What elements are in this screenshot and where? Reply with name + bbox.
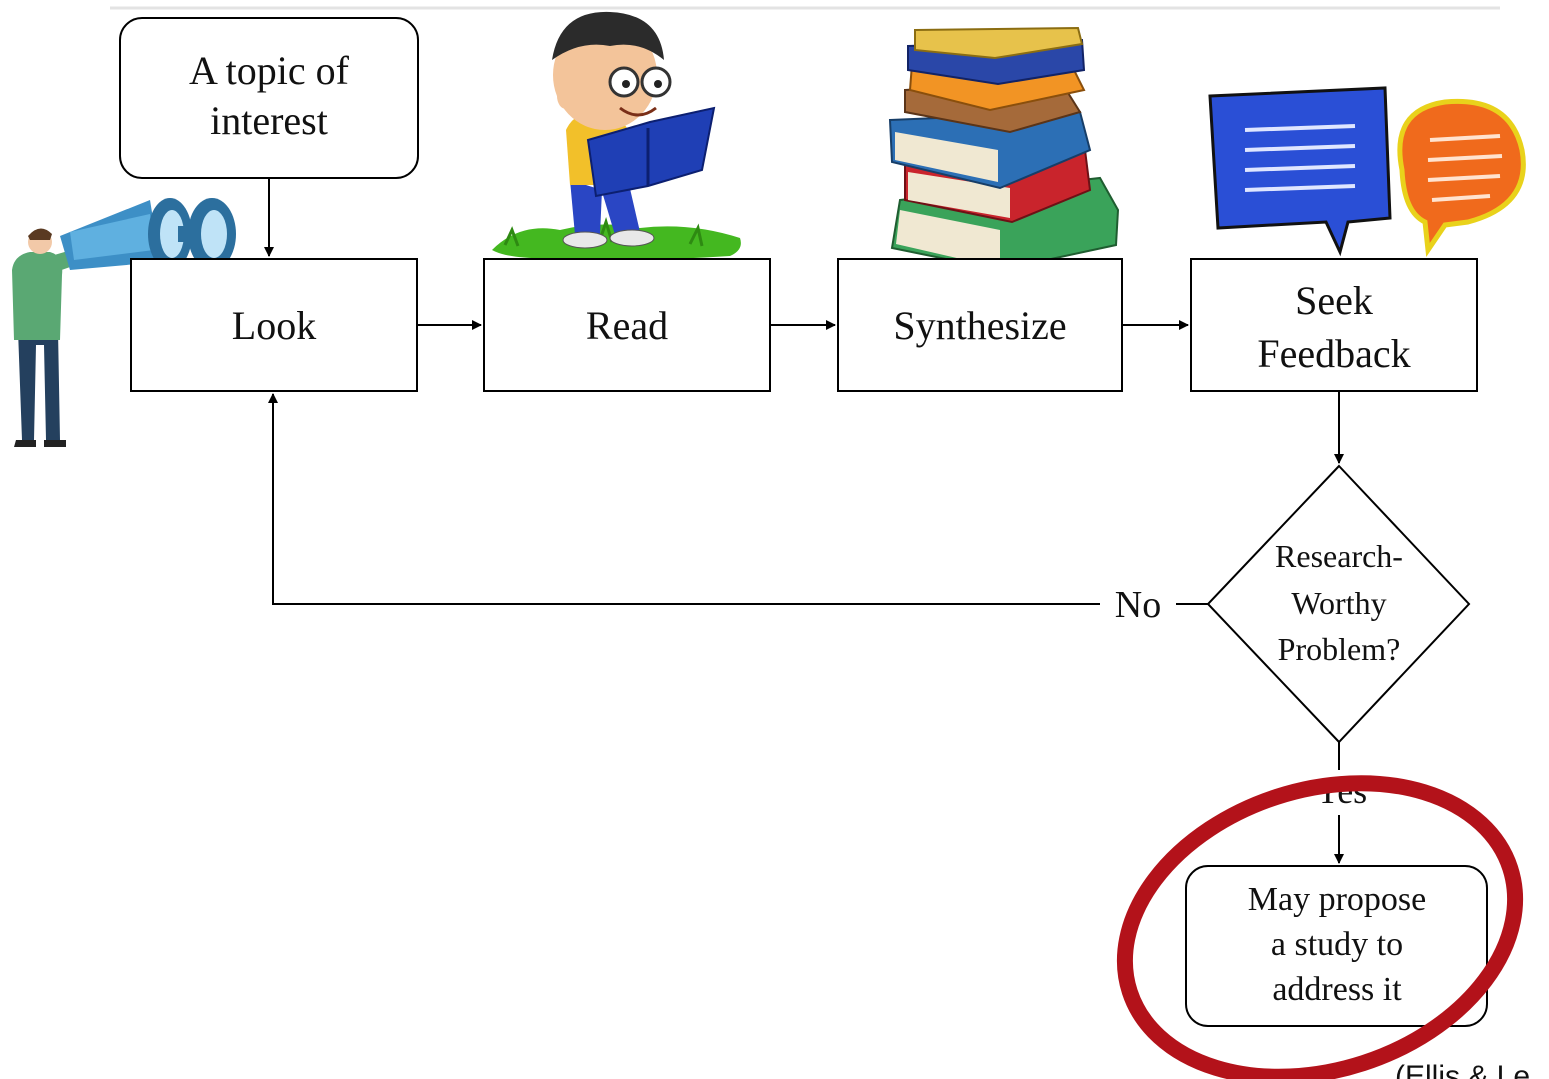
decision-label-line-3: Problem? (1278, 631, 1401, 667)
node-look: Look (130, 258, 418, 392)
no-label: No (1115, 584, 1161, 626)
node-decision: Research- Worthy Problem? (1206, 464, 1471, 744)
speech-bubbles-icon (1208, 86, 1526, 258)
feedback-label-line-1: Seek (1295, 278, 1373, 323)
node-synthesize: Synthesize (837, 258, 1123, 392)
highlight-ring (1116, 775, 1524, 1079)
propose-label-line-3: address it (1272, 971, 1402, 1008)
propose-label-line-1: May propose (1248, 881, 1426, 918)
boy-reading-icon (492, 11, 741, 260)
topic-label-line-2: interest (210, 98, 328, 143)
node-propose: May propose a study to address it (1185, 865, 1488, 1027)
topic-label-line-1: A topic of (189, 48, 350, 93)
feedback-label-line-2: Feedback (1257, 331, 1410, 376)
decision-label-line-2: Worthy (1291, 585, 1386, 621)
node-feedback: Seek Feedback (1190, 258, 1478, 392)
node-read: Read (483, 258, 771, 392)
propose-label-line-2: a study to (1271, 926, 1403, 963)
synthesize-label: Synthesize (893, 303, 1066, 348)
citation-text: (Ellis & Le (1395, 1060, 1530, 1079)
binoculars-person-icon (12, 198, 236, 447)
arrow-no-to-look (268, 393, 1100, 605)
book-stack-icon (888, 26, 1120, 272)
node-topic: A topic of interest (119, 17, 419, 179)
look-label: Look (232, 303, 316, 348)
read-label: Read (586, 303, 668, 348)
decision-label-line-1: Research- (1275, 538, 1403, 574)
